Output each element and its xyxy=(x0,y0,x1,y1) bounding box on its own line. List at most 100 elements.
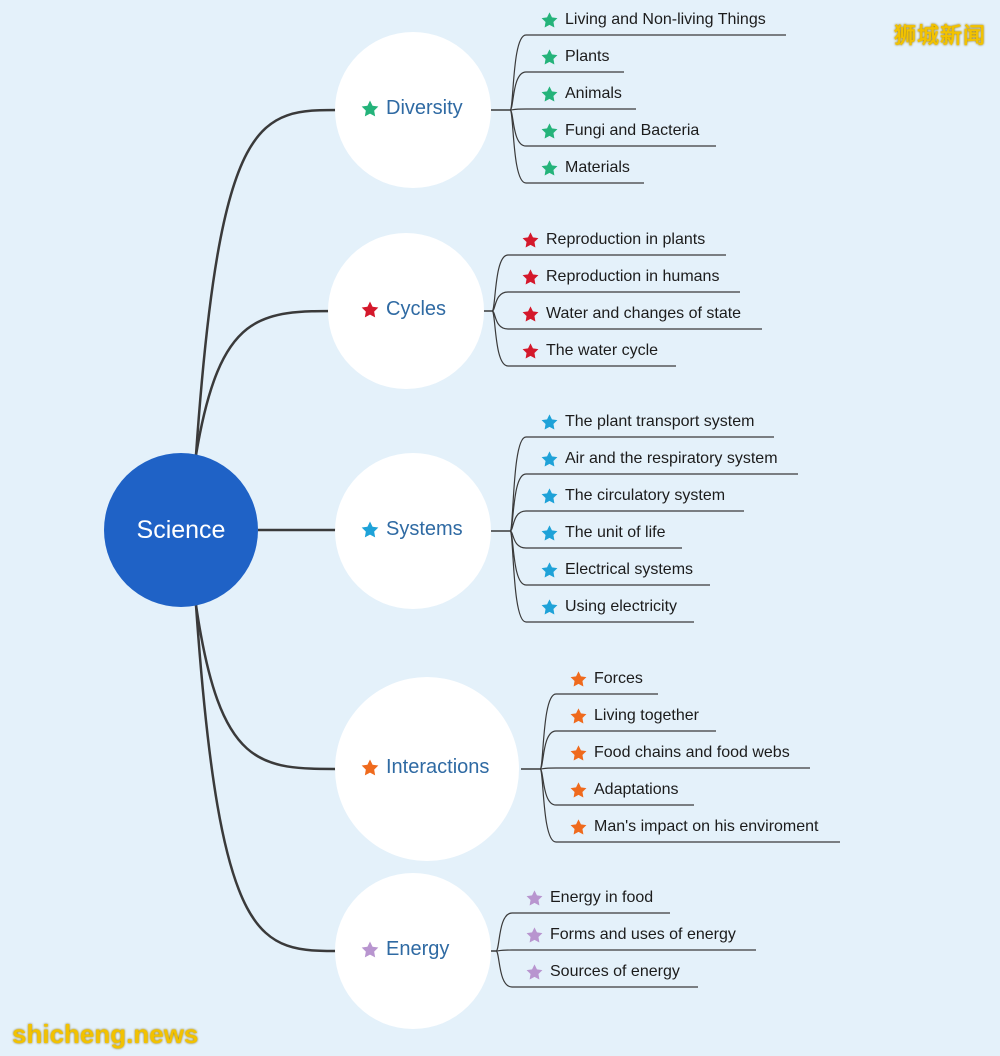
star-icon xyxy=(521,231,540,250)
connector-line xyxy=(495,949,756,952)
connector-line xyxy=(509,108,636,111)
star-icon xyxy=(540,450,559,469)
leaf-item[interactable]: Using electricity xyxy=(540,594,677,620)
star-icon xyxy=(540,85,559,104)
branch-node-diversity[interactable] xyxy=(335,32,491,188)
branch-node-cycles[interactable] xyxy=(328,233,484,389)
watermark-top-right: 狮城新闻 xyxy=(893,23,986,48)
leaf-item-label: Using electricity xyxy=(565,598,678,615)
connector-line xyxy=(194,604,341,953)
leaf-item[interactable]: Living and Non-living Things xyxy=(540,7,766,33)
leaf-item[interactable]: Reproduction in plants xyxy=(521,227,705,253)
star-icon xyxy=(569,744,588,763)
branch-label-text: Energy xyxy=(386,938,450,960)
leaf-item-label: The unit of life xyxy=(565,524,666,541)
leaf-item-label: The circulatory system xyxy=(565,487,726,504)
connector-line xyxy=(194,604,341,771)
star-icon xyxy=(540,598,559,617)
leaf-item-label: Sources of energy xyxy=(550,963,680,980)
connector-line xyxy=(509,109,644,184)
leaf-item[interactable]: Forces xyxy=(569,666,643,692)
leaf-item[interactable]: The water cycle xyxy=(521,338,658,364)
branch-node-systems[interactable] xyxy=(335,453,491,609)
leaf-item[interactable]: Materials xyxy=(540,155,630,181)
leaf-item[interactable]: Forms and uses of energy xyxy=(525,922,736,948)
connector-line xyxy=(495,912,670,952)
leaf-item-label: Forms and uses of energy xyxy=(550,926,736,943)
root-label: Science xyxy=(136,515,226,544)
connector-line xyxy=(491,291,740,312)
connector-line xyxy=(509,510,744,532)
leaf-item-label: Water and changes of state xyxy=(546,305,742,322)
leaf-item-label: Man's impact on his enviroment xyxy=(594,818,819,835)
leaf-item-label: Living and Non-living Things xyxy=(565,11,766,28)
leaf-item[interactable]: Electrical systems xyxy=(540,557,693,583)
connector-line xyxy=(539,730,716,770)
star-icon xyxy=(525,889,544,908)
branch-label-diversity: Diversity xyxy=(360,97,463,120)
leaf-item-label: Reproduction in humans xyxy=(546,268,720,285)
leaf-item-label: Living together xyxy=(594,707,699,724)
leaf-item-label: Plants xyxy=(565,48,610,65)
root-node-science[interactable]: Science xyxy=(104,453,258,607)
star-icon xyxy=(540,561,559,580)
connector-line xyxy=(509,71,624,111)
leaf-item[interactable]: Adaptations xyxy=(569,777,679,803)
leaf-item[interactable]: The unit of life xyxy=(540,520,666,546)
star-icon xyxy=(521,268,540,287)
leaf-item[interactable]: Sources of energy xyxy=(525,959,680,985)
leaf-item[interactable]: Man's impact on his enviroment xyxy=(569,814,818,840)
star-icon xyxy=(521,305,540,324)
leaf-item[interactable]: Plants xyxy=(540,44,609,70)
leaf-item-label: The plant transport system xyxy=(565,413,755,430)
branch-label-systems: Systems xyxy=(360,518,463,541)
branch-node-energy[interactable] xyxy=(335,873,491,1029)
branch-label-text: Diversity xyxy=(386,97,463,119)
star-icon xyxy=(525,926,544,945)
leaf-item[interactable]: Water and changes of state xyxy=(521,301,741,327)
star-icon xyxy=(569,781,588,800)
connector-line xyxy=(539,767,810,770)
star-icon xyxy=(360,940,380,960)
leaf-item-label: Food chains and food webs xyxy=(594,744,790,761)
connector-line xyxy=(194,309,341,456)
leaf-item[interactable]: Reproduction in humans xyxy=(521,264,719,290)
leaf-item[interactable]: Energy in food xyxy=(525,885,653,911)
leaf-item[interactable]: Living together xyxy=(569,703,699,729)
leaf-item-label: Reproduction in plants xyxy=(546,231,706,248)
leaf-item-label: The water cycle xyxy=(546,342,659,359)
star-icon xyxy=(525,963,544,982)
leaf-item[interactable]: Fungi and Bacteria xyxy=(540,118,699,144)
star-icon xyxy=(540,487,559,506)
leaf-item-label: Forces xyxy=(594,670,643,687)
watermark-bottom-left: shicheng.news xyxy=(12,1019,199,1049)
leaf-item[interactable]: Food chains and food webs xyxy=(569,740,790,766)
star-icon xyxy=(360,99,380,119)
star-icon xyxy=(360,300,380,320)
leaf-item[interactable]: Air and the respiratory system xyxy=(540,446,778,472)
star-icon xyxy=(540,11,559,30)
leaf-item-label: Materials xyxy=(565,159,630,176)
connector-line xyxy=(495,950,698,988)
branch-node-interactions[interactable] xyxy=(335,677,519,861)
star-icon xyxy=(360,758,380,778)
leaf-item-label: Electrical systems xyxy=(565,561,694,578)
star-icon xyxy=(540,524,559,543)
star-icon xyxy=(569,818,588,837)
branch-label-cycles: Cycles xyxy=(360,298,446,321)
leaf-item-label: Energy in food xyxy=(550,889,654,906)
leaf-item-label: Fungi and Bacteria xyxy=(565,122,700,139)
branch-label-text: Cycles xyxy=(386,298,447,320)
leaf-item[interactable]: Animals xyxy=(540,81,622,107)
star-icon xyxy=(569,707,588,726)
leaf-item[interactable]: The circulatory system xyxy=(540,483,725,509)
star-icon xyxy=(540,159,559,178)
star-icon xyxy=(521,342,540,361)
star-icon xyxy=(540,413,559,432)
branch-label-interactions: Interactions xyxy=(360,756,489,779)
leaf-item[interactable]: The plant transport system xyxy=(540,409,754,435)
leaf-item-label: Air and the respiratory system xyxy=(565,450,778,467)
branch-label-energy: Energy xyxy=(360,938,449,961)
connector-line xyxy=(194,108,341,456)
